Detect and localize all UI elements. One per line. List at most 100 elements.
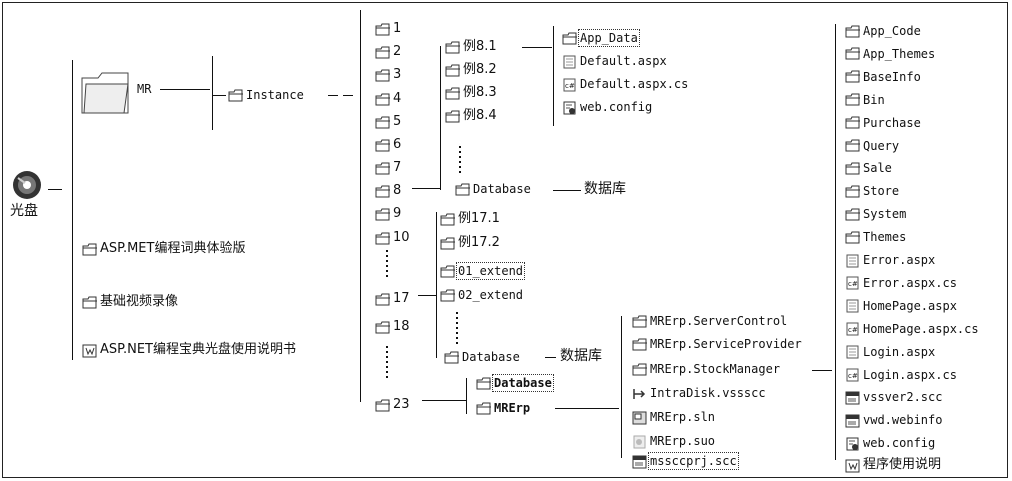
mrerp-item-label: mssccprj.scc [648,452,739,470]
folder-icon [375,399,391,412]
ellipsis [386,250,388,278]
example-file-app-data[interactable]: App_Data [562,29,640,47]
chapter17-item-label: 例17.2 [458,235,500,250]
folder-icon [845,231,861,244]
stockmanager-item-baseinfo[interactable]: BaseInfo [845,70,921,84]
folder-icon [375,46,391,59]
stockmanager-item-login-aspx-cs[interactable]: c#Login.aspx.cs [845,368,957,382]
stockmanager-item-label: Query [863,138,900,153]
chapter-folder-8[interactable]: 8 [375,184,401,198]
chapter17-item-01-extend[interactable]: 01_extend [440,262,526,280]
svg-text:c#: c# [565,82,575,90]
chapter-folder-label: 8 [393,183,402,198]
page-icon [562,55,578,68]
connector [555,408,619,409]
example-file-default-aspx-cs[interactable]: c#Default.aspx.cs [562,77,688,91]
mrerp-item-mrerp-suo[interactable]: MRErp.suo [632,434,715,448]
chapter17-item-17-1[interactable]: 例17.1 [440,212,500,226]
mrerp-item-mssccprj-scc[interactable]: mssccprj.scc [632,452,739,470]
folder-icon [375,93,391,106]
database-folder-database[interactable]: Database [455,182,531,196]
cs-icon: c# [845,276,861,290]
chapter-folder-label: 7 [393,160,402,175]
chapter23-item-mrerp[interactable]: MRErp [476,401,530,415]
example-file-label: web.config [580,100,653,114]
chapter-folder-label: 10 [393,230,410,245]
example-folder-8-4[interactable]: 例8.4 [445,109,497,123]
chapter-folder-17[interactable]: 17 [375,292,410,306]
chapter-folder-label: 1 [393,21,402,36]
video-folder[interactable]: 基础视频录像 [82,295,178,309]
mrerp-item-mrerp-servercontrol[interactable]: MRErp.ServerControl [632,314,787,328]
folder-icon [444,351,460,364]
folder-icon [375,321,391,334]
chapter-folder-1[interactable]: 1 [375,22,401,36]
connector [72,60,73,360]
chapter23-item-database[interactable]: Database [476,374,554,392]
ellipsis [456,312,458,346]
mrerp-item-label: MRErp.ServerControl [650,314,788,328]
asp-dict-folder[interactable]: ASP.MET编程词典体验版 [82,242,245,256]
mrerp-item-mrerp-stockmanager[interactable]: MRErp.StockManager [632,362,780,376]
chapter-folder-7[interactable]: 7 [375,161,401,175]
doc-icon [82,344,98,357]
chapter17-item-label: 02_extend [458,288,524,302]
stockmanager-item-homepage-aspx[interactable]: HomePage.aspx [845,299,957,313]
stockmanager-item-label: Error.aspx [863,253,936,267]
chapter-folder-9[interactable]: 9 [375,207,401,221]
chapter-folder-6[interactable]: 6 [375,138,401,152]
example-folder-8-1[interactable]: 例8.1 [445,40,497,54]
stockmanager-item-error-aspx-cs[interactable]: c#Error.aspx.cs [845,276,957,290]
mrerp-item-intradisk-vssscc[interactable]: IntraDisk.vssscc [632,386,766,400]
chapter-folder-10[interactable]: 10 [375,231,410,245]
mrerp-item-mrerp-serviceprovider[interactable]: MRErp.ServiceProvider [632,337,802,351]
stockmanager-item-app-themes[interactable]: App_Themes [845,47,935,61]
connector [212,56,213,130]
connector [343,95,353,96]
stockmanager-item-query[interactable]: Query [845,139,899,153]
manual-file[interactable]: ASP.NET编程宝典光盘使用说明书 [82,343,296,357]
stockmanager-item-app-code[interactable]: App_Code [845,24,921,38]
example-folder-8-3[interactable]: 例8.3 [445,86,497,100]
connector [418,295,436,296]
stockmanager-item-sale[interactable]: Sale [845,161,892,175]
example-folder-label: 例8.4 [463,108,497,123]
stockmanager-item-label: System [863,207,907,222]
stockmanager-item-purchase[interactable]: Purchase [845,116,921,130]
stockmanager-item-system[interactable]: System [845,207,906,221]
chapter-folder-5[interactable]: 5 [375,115,401,129]
example-folder-label: 例8.1 [463,39,497,54]
example-file-web-config[interactable]: web.config [562,100,652,114]
mrerp-item-mrerp-sln[interactable]: MRErp.sln [632,410,715,424]
stockmanager-item-web-config[interactable]: web.config [845,436,935,451]
chapter17-item-17-2[interactable]: 例17.2 [440,236,500,250]
connector [835,24,836,460]
stockmanager-item-error-aspx[interactable]: Error.aspx [845,253,935,267]
example-folder-8-2[interactable]: 例8.2 [445,63,497,77]
vss-icon [632,387,648,400]
example-file-default-aspx[interactable]: Default.aspx [562,54,667,68]
chapter-folder-23[interactable]: 23 [375,398,410,412]
svg-text:c#: c# [848,280,858,288]
stockmanager-item-bin[interactable]: Bin [845,93,885,107]
folder-icon [228,89,244,102]
stockmanager-item-vwd-webinfo[interactable]: vwd.webinfo [845,413,943,428]
chapter-folder-18[interactable]: 18 [375,320,410,334]
stockmanager-item-vssver2-scc[interactable]: vssver2.scc [845,390,942,405]
folder-icon [82,243,98,256]
chapter-folder-3[interactable]: 3 [375,68,401,82]
chapter-folder-4[interactable]: 4 [375,92,401,106]
stockmanager-item-themes[interactable]: Themes [845,230,906,244]
stockmanager-item-store[interactable]: Store [845,184,899,198]
instance-folder[interactable]: Instance [228,88,304,102]
chapter-folder-2[interactable]: 2 [375,45,401,59]
chapter17-item-02-extend[interactable]: 02_extend [440,288,523,302]
ch17-database-note: 数据库 [560,348,602,364]
stockmanager-item-item[interactable]: 程序使用说明 [845,458,941,472]
stockmanager-item-homepage-aspx-cs[interactable]: c#HomePage.aspx.cs [845,322,979,336]
stockmanager-item-login-aspx[interactable]: Login.aspx [845,345,935,359]
mrerp-item-label: IntraDisk.vssscc [650,386,766,400]
database-folder-database[interactable]: Database [444,350,520,364]
stockmanager-item-label: vwd.webinfo [863,413,943,428]
